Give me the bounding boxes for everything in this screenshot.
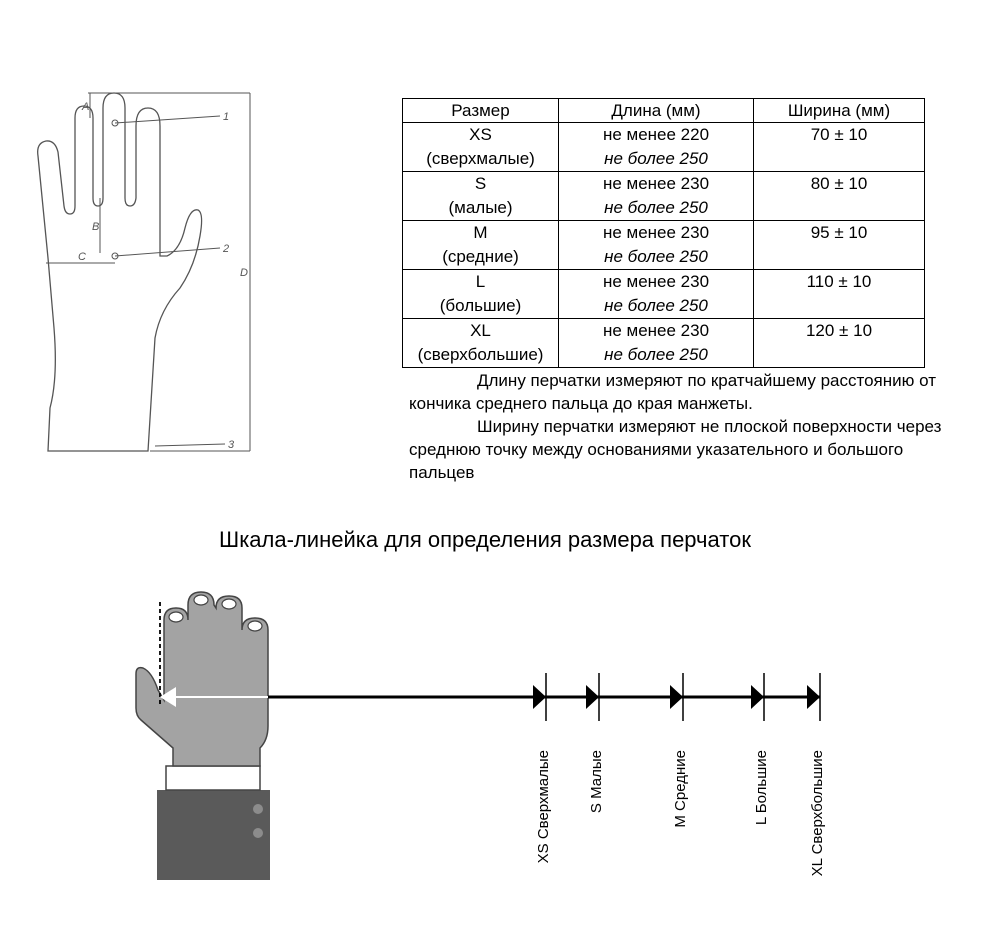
width-cell: 95 ± 10 bbox=[753, 220, 925, 270]
arrowhead-m bbox=[670, 685, 683, 709]
dimension-letter-c: C bbox=[78, 251, 86, 263]
measurement-notes: Длину перчатки измеряют по кратчайшему р… bbox=[409, 369, 969, 484]
fingernail bbox=[193, 594, 209, 606]
ruler-title: Шкала-линейка для определения размера пе… bbox=[219, 527, 751, 552]
ruler-label-m: M Средние bbox=[672, 750, 689, 828]
width-cell: 120 ± 10 bbox=[753, 318, 925, 368]
ruler-label-xs: XS Сверхмалые bbox=[535, 750, 552, 864]
header-width: Ширина (мм) bbox=[753, 98, 925, 123]
arrowhead-xs bbox=[533, 685, 546, 709]
ruler-label-s: S Малые bbox=[588, 750, 605, 814]
callout-1: 1 bbox=[223, 111, 229, 123]
glove-outline bbox=[37, 92, 203, 452]
size-cell: S(малые) bbox=[402, 171, 559, 221]
width-cell: 80 ± 10 bbox=[753, 171, 925, 221]
table-header-row: Размер Длина (мм) Ширина (мм) bbox=[402, 98, 925, 123]
fingernail bbox=[247, 620, 263, 632]
length-note: Длину перчатки измеряют по кратчайшему р… bbox=[409, 371, 936, 413]
glove-measurement-drawing: A B C D 1 2 3 bbox=[37, 92, 251, 452]
sleeve-button bbox=[253, 828, 263, 838]
dimension-letter-d: D bbox=[240, 267, 248, 279]
dimension-letter-b: B bbox=[92, 221, 99, 233]
fingernail bbox=[221, 598, 237, 610]
arrowhead-xl bbox=[807, 685, 820, 709]
dimension-lines bbox=[46, 92, 251, 452]
ruler-label-xl: XL Сверхбольшие bbox=[809, 750, 826, 877]
sleeve bbox=[157, 790, 270, 880]
ruler-label-l: L Большие bbox=[753, 750, 770, 826]
header-length: Длина (мм) bbox=[558, 98, 754, 123]
fingernail bbox=[168, 611, 184, 623]
header-size: Размер bbox=[402, 98, 559, 123]
width-cell: 70 ± 10 bbox=[753, 122, 925, 172]
size-cell: XL(сверхбольшие) bbox=[402, 318, 559, 368]
shirt-cuff bbox=[165, 765, 261, 791]
arrowhead-l bbox=[751, 685, 764, 709]
callout-3: 3 bbox=[228, 439, 235, 451]
size-table: Размер Длина (мм) Ширина (мм) XS(сверхма… bbox=[402, 98, 925, 368]
sleeve-button bbox=[253, 804, 263, 814]
width-cell: 110 ± 10 bbox=[753, 269, 925, 319]
size-cell: M(средние) bbox=[402, 220, 559, 270]
arrowhead-s bbox=[586, 685, 599, 709]
dimension-letter-a: A bbox=[81, 101, 89, 113]
size-cell: XS(сверхмалые) bbox=[402, 122, 559, 172]
hand-illustration bbox=[135, 591, 270, 880]
size-ruler bbox=[135, 591, 821, 880]
size-cell: L(большие) bbox=[402, 269, 559, 319]
palm-arrow-head bbox=[160, 687, 176, 707]
width-note: Ширину перчатки измеряют не плоской пове… bbox=[409, 417, 942, 482]
hand-shape bbox=[135, 591, 269, 767]
callout-2: 2 bbox=[222, 243, 229, 255]
ruler-arrowheads bbox=[533, 685, 820, 709]
